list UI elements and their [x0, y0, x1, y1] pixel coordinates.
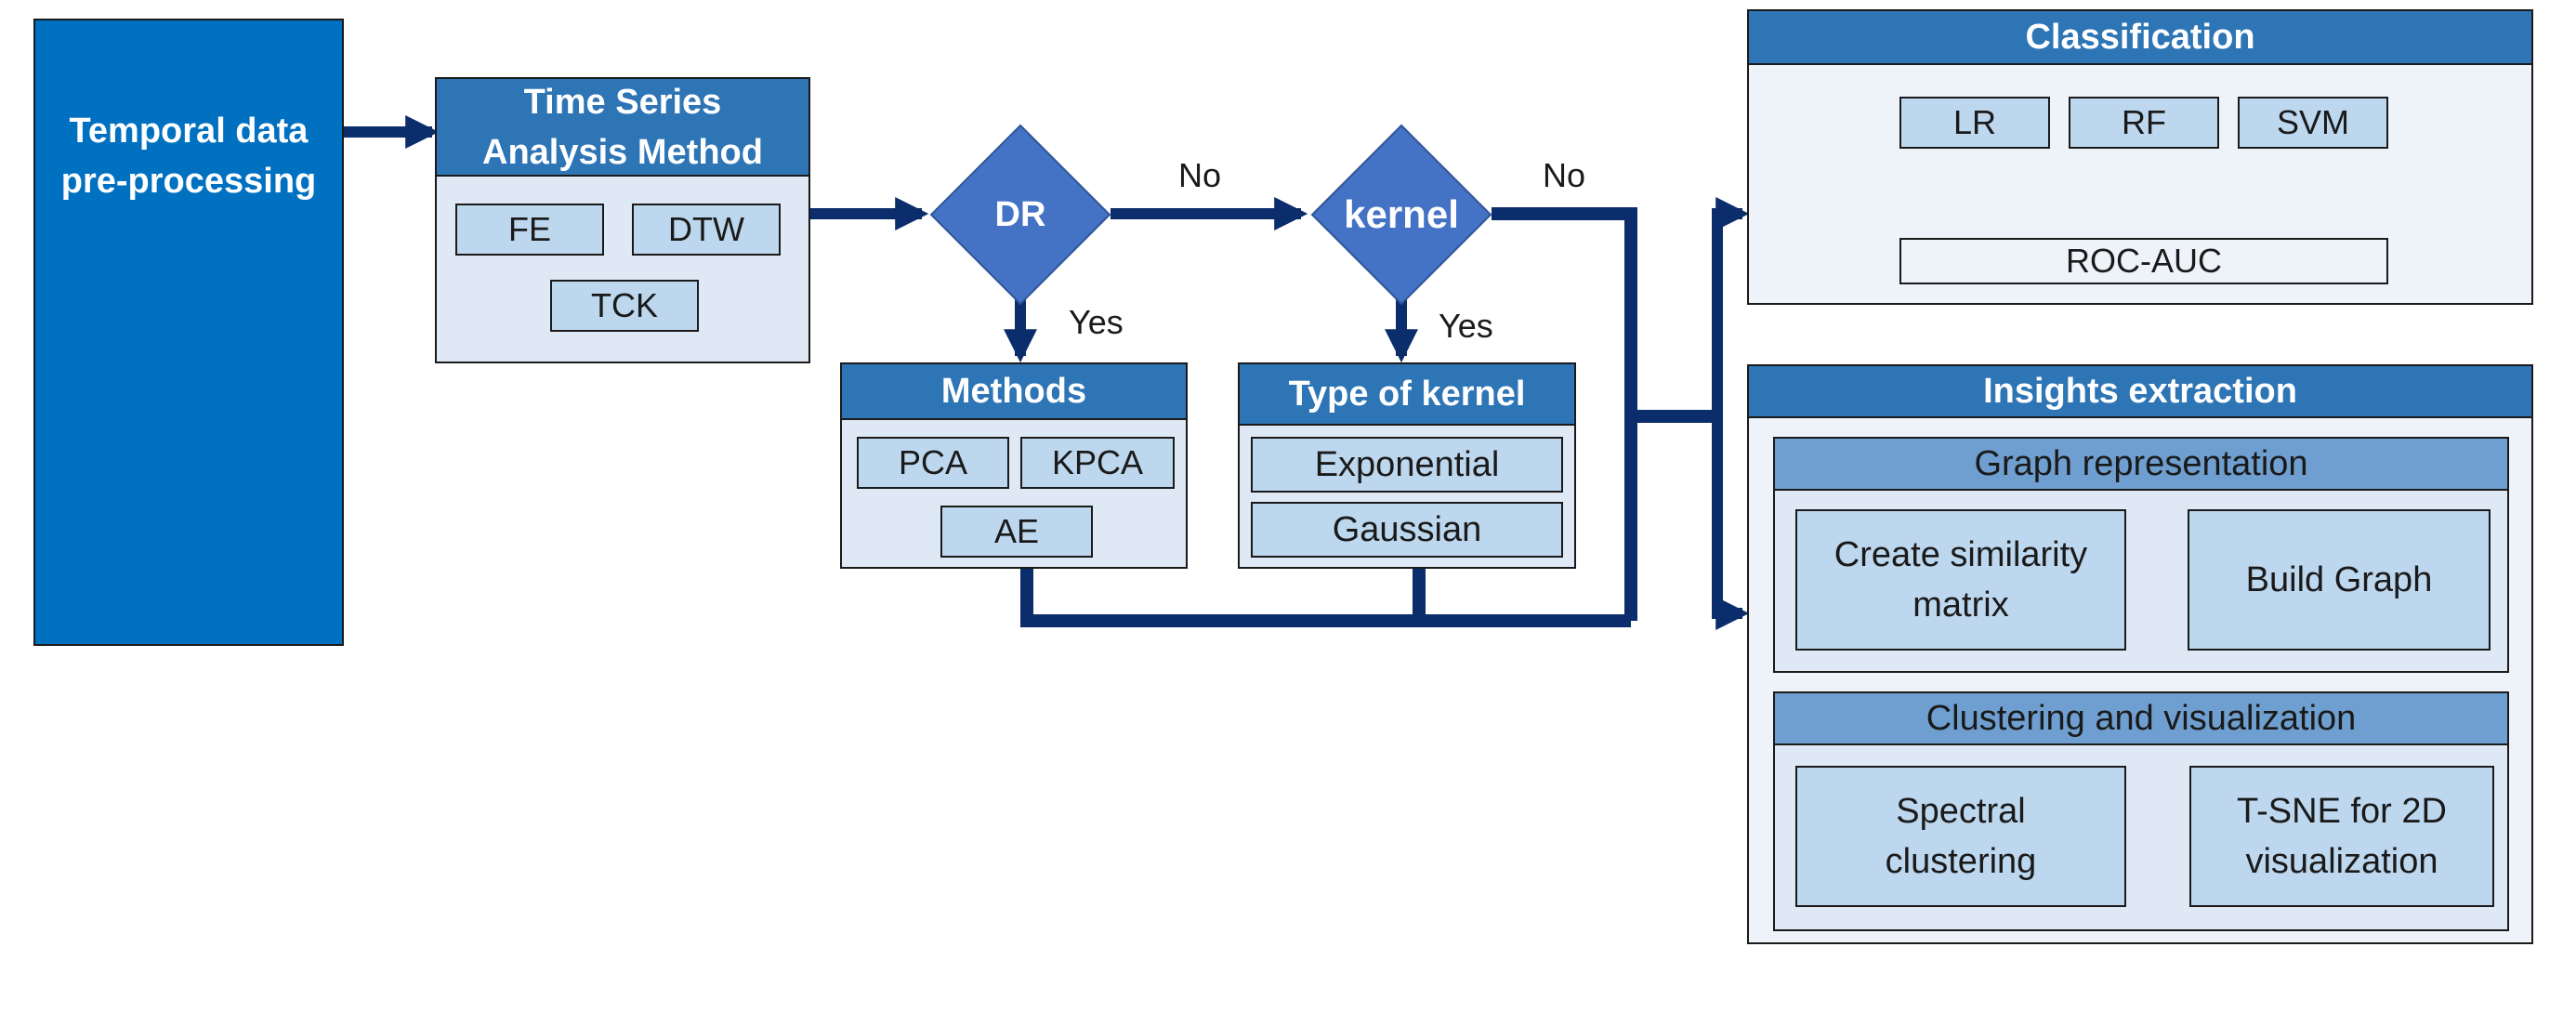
kernel-exponential: Exponential	[1251, 437, 1563, 493]
classification-title: Classification	[1749, 11, 2531, 65]
clustering-box: Clustering and visualization Spectral cl…	[1773, 691, 2509, 931]
line-kernel-no	[1492, 207, 1637, 621]
insights-box: Insights extraction Graph representation…	[1747, 364, 2533, 944]
method-ae: AE	[940, 506, 1093, 558]
arrow-branch-insights	[1712, 416, 1750, 630]
tsne-visualization: T-SNE for 2D visualization	[2189, 766, 2494, 907]
tsa-box: Time Series Analysis Method FE DTW TCK	[435, 77, 810, 363]
build-graph: Build Graph	[2188, 509, 2491, 651]
kernel-types-title: Type of kernel	[1240, 364, 1574, 426]
input-label: Temporal data pre-processing	[60, 112, 317, 201]
model-rf: RF	[2069, 97, 2219, 149]
input-block: Temporal data pre-processing	[33, 19, 344, 646]
line-methods-down	[1020, 567, 1631, 627]
kernel-gaussian: Gaussian	[1251, 502, 1563, 558]
graph-representation-box: Graph representation Create similarity m…	[1773, 437, 2509, 673]
graph-representation-title: Graph representation	[1775, 439, 2507, 491]
create-similarity-matrix: Create similarity matrix	[1795, 509, 2126, 651]
kernel-yes-label: Yes	[1439, 307, 1493, 345]
dr-decision: DR	[929, 124, 1111, 306]
method-pca: PCA	[857, 437, 1009, 489]
method-kpca: KPCA	[1020, 437, 1175, 489]
method-dtw: DTW	[632, 204, 781, 256]
rocauc-box: ROC-AUC	[1899, 238, 2388, 284]
kernel-diamond-shape	[1310, 124, 1492, 306]
kernel-decision: kernel	[1310, 124, 1492, 306]
kernel-types-box: Type of kernel Exponential Gaussian	[1238, 362, 1576, 569]
spectral-clustering: Spectral clustering	[1795, 766, 2126, 907]
clustering-title: Clustering and visualization	[1775, 693, 2507, 745]
dr-label: DR	[994, 194, 1046, 234]
dr-no-label: No	[1178, 156, 1222, 194]
kernel-label: kernel	[1344, 192, 1459, 236]
model-lr: LR	[1899, 97, 2050, 149]
method-tck: TCK	[550, 280, 699, 332]
model-svm: SVM	[2238, 97, 2388, 149]
dr-diamond-shape	[929, 124, 1111, 306]
kernel-no-label: No	[1543, 156, 1586, 194]
method-fe: FE	[455, 204, 604, 256]
methods-title: Methods	[842, 364, 1186, 420]
arrow-branch-classification	[1712, 197, 1750, 416]
methods-box: Methods PCA KPCA AE	[840, 362, 1188, 569]
insights-title: Insights extraction	[1749, 366, 2531, 418]
tsa-title: Time Series Analysis Method	[437, 79, 808, 177]
classification-box: Classification LR RF SVM ROC-AUC	[1747, 9, 2533, 305]
dr-yes-label: Yes	[1069, 303, 1124, 341]
